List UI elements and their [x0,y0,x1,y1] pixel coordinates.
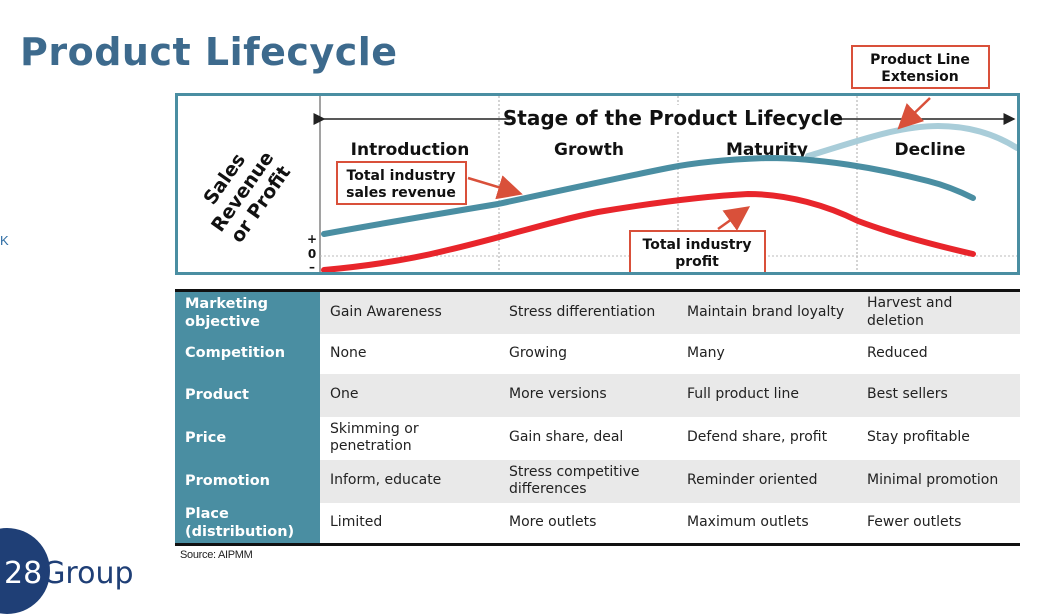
table-cell: Stay profitable [857,416,1020,460]
lifecycle-chart: Stage of the Product Lifecycle Introduct… [199,96,1017,272]
table-cell: Inform, educate [320,459,499,503]
stage-label-introduction: Introduction [351,140,470,160]
row-header-place: Place (distribution) [175,502,320,545]
callout-profit-line-1: Total industry [643,237,752,253]
callout-extension-box [851,45,990,89]
table-cell: Stress differentiation [499,290,677,334]
table-row: Place (distribution) Limited More outlet… [175,502,1020,545]
table-row: Price Skimming or penetration Gain share… [175,416,1020,460]
row-header-price: Price [175,416,320,460]
stage-label-growth: Growth [554,140,624,160]
table-cell: Gain share, deal [499,416,677,460]
callout-revenue-arrow [467,175,523,200]
callout-profit-box [629,230,766,272]
profit-curve [321,190,976,272]
table-cell: None [320,333,499,374]
callout-profit-line-2: profit [675,254,719,270]
table-cell: Maximum outlets [677,502,857,545]
company-logo: 28Group [4,556,134,591]
lifecycle-diagram: Stage of the Product Lifecycle Introduct… [175,93,1020,275]
table-cell: Many [677,333,857,374]
y-tick-minus: – [309,260,315,272]
page-title: Product Lifecycle [20,30,398,74]
side-text-fragment: K [0,233,9,248]
table-cell: One [320,373,499,417]
lifecycle-header: Stage of the Product Lifecycle [503,106,843,130]
y-axis-label: Sales Revenue or Profit [199,147,295,246]
table-row: Product One More versions Full product l… [175,373,1020,417]
table-cell: Gain Awareness [320,290,499,334]
table-row: Marketing objective Gain Awareness Stres… [175,290,1020,334]
row-header-marketing-objective: Marketing objective [175,290,320,334]
table-cell: Full product line [677,373,857,417]
callout-revenue-line-2: sales revenue [346,185,456,201]
stage-label-maturity: Maturity [726,140,808,160]
table-cell: More versions [499,373,677,417]
lifecycle-table: Marketing objective Gain Awareness Stres… [175,289,1020,546]
y-tick-zero: 0 [308,247,316,261]
stage-label-decline: Decline [894,140,965,160]
table-cell: Best sellers [857,373,1020,417]
table-cell: Defend share, profit [677,416,857,460]
y-tick-plus: + [307,232,317,246]
callout-profit-arrow [717,206,751,231]
row-header-competition: Competition [175,333,320,374]
row-header-product: Product [175,373,320,417]
table-cell: Limited [320,502,499,545]
revenue-curve [321,154,976,237]
callout-revenue-box [336,161,467,205]
table-cell: Reminder oriented [677,459,857,503]
callout-revenue-line-1: Total industry [347,168,456,184]
table-row: Competition None Growing Many Reduced [175,333,1020,374]
table-cell: Reduced [857,333,1020,374]
table-row: Promotion Inform, educate Stress competi… [175,459,1020,503]
table-cell: Skimming or penetration [320,416,499,460]
table-cell: More outlets [499,502,677,545]
table-cell: Harvest and deletion [857,290,1020,334]
row-header-promotion: Promotion [175,459,320,503]
source-note: Source: AIPMM [180,549,253,561]
table-cell: Stress competitive differences [499,459,677,503]
product-line-extension-curve [805,122,1017,159]
callout-extension: Product Line Extension [851,45,990,89]
callout-extension-line-1: Product Line [870,52,970,68]
table-cell: Minimal promotion [857,459,1020,503]
callout-extension-line-2: Extension [881,69,958,85]
table-cell: Growing [499,333,677,374]
callout-extension-arrow [897,97,931,130]
company-logo-text: Group [42,556,134,591]
table-cell: Fewer outlets [857,502,1020,545]
table-cell: Maintain brand loyalty [677,290,857,334]
